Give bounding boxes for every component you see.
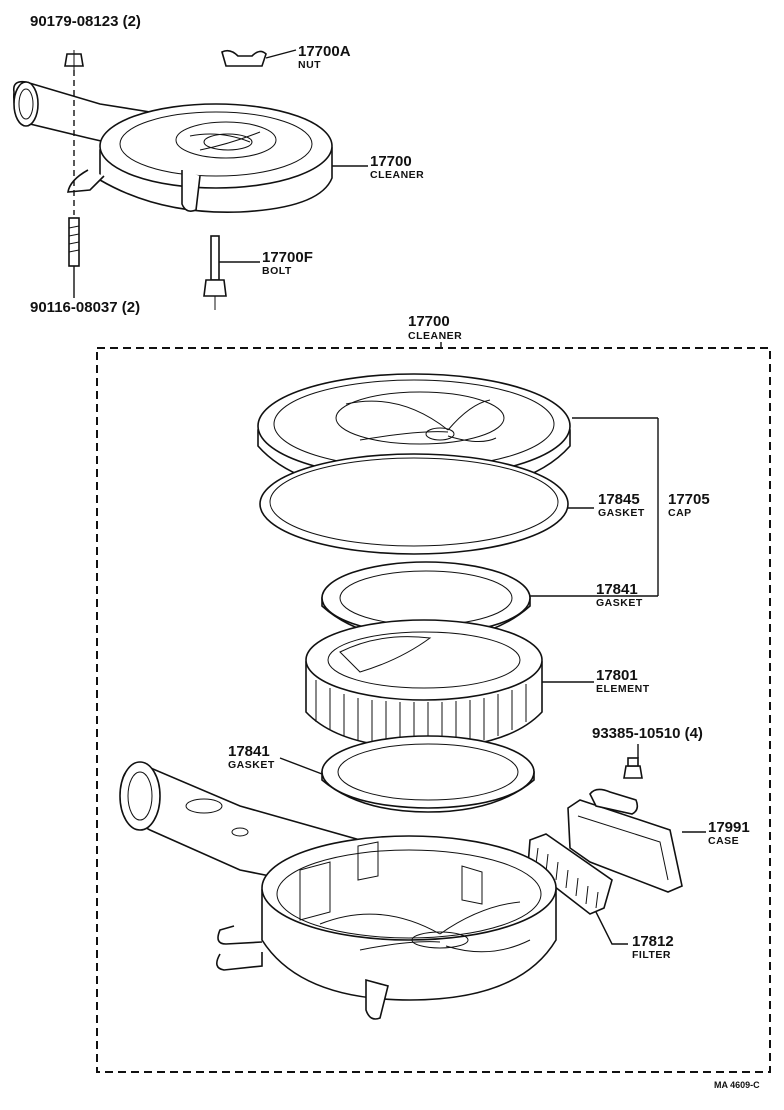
top-clip-right bbox=[181, 170, 201, 212]
label-17845: 17845 GASKET bbox=[598, 491, 645, 519]
element-17801 bbox=[305, 619, 543, 749]
gasket-17845 bbox=[259, 453, 569, 555]
part-number-17841-upper: 17841 bbox=[596, 581, 638, 598]
wing-nut bbox=[221, 49, 297, 67]
lower-clip-left-upper bbox=[217, 925, 263, 945]
label-17700-box: 17700 CLEANER bbox=[408, 313, 462, 342]
label-17841-lower: 17841 GASKET bbox=[228, 743, 275, 771]
label-17700-top: 17700 CLEANER bbox=[370, 153, 424, 181]
part-name-17845: GASKET bbox=[598, 507, 645, 519]
label-17700a: 17700A NUT bbox=[298, 43, 351, 71]
part-number-90179: 90179-08123 (2) bbox=[30, 13, 141, 30]
label-17841-upper: 17841 GASKET bbox=[596, 581, 643, 609]
part-number-17700-top: 17700 bbox=[370, 153, 412, 170]
part-name-17700f: BOLT bbox=[262, 265, 292, 277]
part-name-17700-top: CLEANER bbox=[370, 169, 424, 181]
part-name-17700-box: CLEANER bbox=[408, 330, 462, 342]
label-17991: 17991 CASE bbox=[708, 819, 750, 847]
part-number-17841-lower: 17841 bbox=[228, 743, 270, 760]
part-number-17700a: 17700A bbox=[298, 43, 351, 60]
bolt-shaft-icon bbox=[210, 235, 220, 281]
label-90179: 90179-08123 (2) bbox=[30, 13, 141, 30]
cleaner-assembly-box bbox=[96, 347, 771, 1073]
top-snorkel-mouth bbox=[13, 81, 39, 127]
part-name-17841-upper: GASKET bbox=[596, 597, 643, 609]
label-17700f: 17700F BOLT bbox=[262, 249, 313, 277]
bolt-hex-icon bbox=[203, 279, 227, 297]
top-cleaner-assembly bbox=[12, 80, 333, 214]
label-17801: 17801 ELEMENT bbox=[596, 667, 650, 695]
case-17991 bbox=[567, 788, 706, 893]
part-name-17700a: NUT bbox=[298, 59, 321, 71]
lower-clip-front bbox=[365, 978, 389, 1020]
lower-snorkel-mouth bbox=[119, 761, 161, 831]
gasket-17841-lower bbox=[321, 735, 535, 813]
part-name-17812: FILTER bbox=[632, 949, 671, 961]
reference-code: MA 4609-C bbox=[714, 1080, 760, 1090]
part-number-17700f: 17700F bbox=[262, 249, 313, 266]
screw-93385 bbox=[623, 744, 643, 779]
part-name-17841-lower: GASKET bbox=[228, 759, 275, 771]
part-name-17705: CAP bbox=[668, 507, 692, 519]
part-number-17991: 17991 bbox=[708, 819, 750, 836]
part-name-17991: CASE bbox=[708, 835, 739, 847]
part-number-90116: 90116-08037 (2) bbox=[30, 299, 140, 316]
label-17705: 17705 CAP bbox=[668, 491, 710, 519]
part-number-17845: 17845 bbox=[598, 491, 640, 508]
top-left-fasteners bbox=[64, 50, 84, 298]
part-number-17801: 17801 bbox=[596, 667, 638, 684]
lower-clip-left-lower bbox=[216, 952, 263, 971]
label-17812: 17812 FILTER bbox=[632, 933, 674, 961]
wing-nut-icon bbox=[221, 49, 267, 67]
part-number-93385: 93385-10510 (4) bbox=[592, 725, 703, 742]
leader-17841-lower bbox=[279, 757, 323, 775]
part-number-17700-box: 17700 bbox=[408, 313, 450, 330]
part-number-17812: 17812 bbox=[632, 933, 674, 950]
element-pleats bbox=[315, 680, 527, 747]
part-name-17801: ELEMENT bbox=[596, 683, 650, 695]
lower-housing bbox=[119, 761, 557, 1020]
label-90116: 90116-08037 (2) bbox=[30, 299, 140, 316]
bolt bbox=[203, 235, 260, 310]
top-clip-left bbox=[67, 169, 105, 193]
part-number-17705: 17705 bbox=[668, 491, 710, 508]
label-93385: 93385-10510 (4) bbox=[592, 725, 703, 742]
